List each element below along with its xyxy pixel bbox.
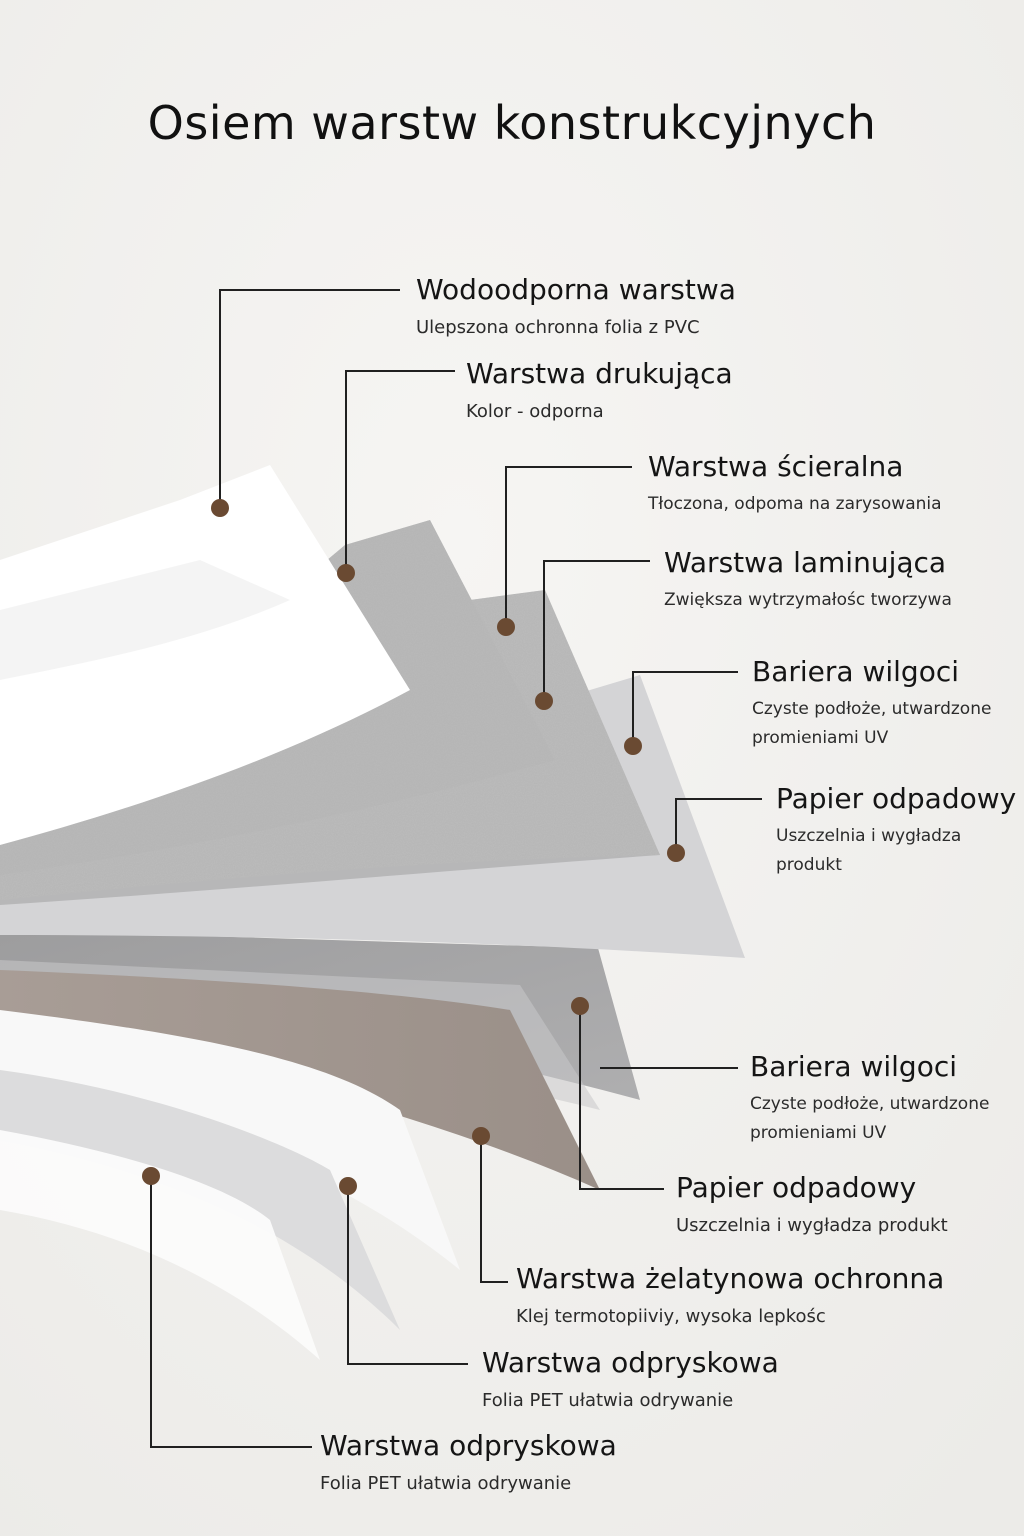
layer-label-1: Wodoodporna warstwa Ulepszona ochronna f… bbox=[416, 273, 736, 342]
layer-title: Warstwa laminująca bbox=[664, 546, 947, 579]
layer-label-3: Warstwa ścieralna Tłoczona, odpoma na za… bbox=[648, 450, 942, 519]
marker-dot-4 bbox=[535, 692, 553, 710]
page-title: Osiem warstw konstrukcyjnych bbox=[147, 96, 877, 150]
leader-1 bbox=[219, 289, 400, 508]
layer-title: Warstwa żelatynowa ochronna bbox=[516, 1262, 945, 1295]
marker-dot-5 bbox=[624, 737, 642, 755]
layer-label-8: Papier odpadowy Uszczelnia i wygładza pr… bbox=[676, 1171, 948, 1240]
marker-dot-9 bbox=[472, 1127, 490, 1145]
layer-desc: Ulepszona ochronna folia z PVC bbox=[416, 317, 700, 338]
sheet-lower-bottom-white bbox=[0, 1130, 320, 1360]
layer-desc: Uszczelnia i wygładza produkt bbox=[776, 826, 962, 875]
leader-2 bbox=[345, 370, 455, 573]
layer-label-4: Warstwa laminująca Zwiększa wytrzymałośc… bbox=[664, 546, 952, 615]
layer-desc: Folia PET ułatwia odrywanie bbox=[320, 1473, 572, 1494]
marker-dot-2 bbox=[337, 564, 355, 582]
sheet-top-white bbox=[0, 465, 410, 845]
layer-title: Warstwa odpryskowa bbox=[320, 1429, 617, 1462]
layer-label-11: Warstwa odpryskowa Folia PET ułatwia odr… bbox=[320, 1429, 617, 1498]
marker-dot-11 bbox=[142, 1167, 160, 1185]
marker-dot-6 bbox=[667, 844, 685, 862]
leader-10 bbox=[347, 1186, 468, 1365]
layer-label-5: Bariera wilgoci Czyste podłoże, utwardzo… bbox=[752, 655, 991, 753]
layer-desc: Uszczelnia i wygładza produkt bbox=[676, 1215, 948, 1236]
layer-desc: Tłoczona, odpoma na zarysowania bbox=[648, 494, 942, 514]
leader-9 bbox=[480, 1136, 508, 1283]
layer-desc: Folia PET ułatwia odrywanie bbox=[482, 1390, 734, 1411]
layer-label-6: Papier odpadowy Uszczelnia i wygładza pr… bbox=[776, 782, 1016, 880]
leader-4 bbox=[543, 560, 650, 701]
marker-dot-1 bbox=[211, 499, 229, 517]
marker-dot-8 bbox=[571, 997, 589, 1015]
layer-label-9: Warstwa żelatynowa ochronna Klej termoto… bbox=[516, 1262, 944, 1331]
layer-title: Papier odpadowy bbox=[776, 782, 1017, 815]
leader-11 bbox=[150, 1176, 312, 1448]
layer-label-2: Warstwa drukująca Kolor - odporna bbox=[466, 357, 733, 426]
leader-6 bbox=[675, 798, 762, 853]
sheet-lower-pale-grey bbox=[0, 1070, 400, 1330]
layer-title: Bariera wilgoci bbox=[750, 1050, 957, 1083]
sheet-top-shade bbox=[0, 560, 290, 680]
layer-desc: Czyste podłoże, utwardzone promieniami U… bbox=[750, 1094, 990, 1143]
layer-title: Warstwa drukująca bbox=[466, 357, 733, 390]
layer-label-10: Warstwa odpryskowa Folia PET ułatwia odr… bbox=[482, 1346, 779, 1415]
leader-8 bbox=[579, 1006, 664, 1190]
layer-desc: Kolor - odporna bbox=[466, 401, 604, 422]
layer-title: Papier odpadowy bbox=[676, 1171, 917, 1204]
layer-title: Warstwa ścieralna bbox=[648, 450, 904, 483]
marker-dot-3 bbox=[497, 618, 515, 636]
layer-desc: Klej termotopiiviy, wysoka lepkośc bbox=[516, 1306, 826, 1327]
layer-title: Bariera wilgoci bbox=[752, 655, 959, 688]
layer-title: Warstwa odpryskowa bbox=[482, 1346, 779, 1379]
layer-desc: Czyste podłoże, utwardzone promieniami U… bbox=[752, 699, 992, 748]
leader-5 bbox=[632, 671, 738, 746]
layer-label-7: Bariera wilgoci Czyste podłoże, utwardzo… bbox=[750, 1050, 989, 1148]
leader-3 bbox=[505, 466, 632, 627]
layer-title: Wodoodporna warstwa bbox=[416, 273, 736, 306]
layer-desc: Zwiększa wytrzymałośc tworzywa bbox=[664, 590, 952, 610]
marker-dot-10 bbox=[339, 1177, 357, 1195]
